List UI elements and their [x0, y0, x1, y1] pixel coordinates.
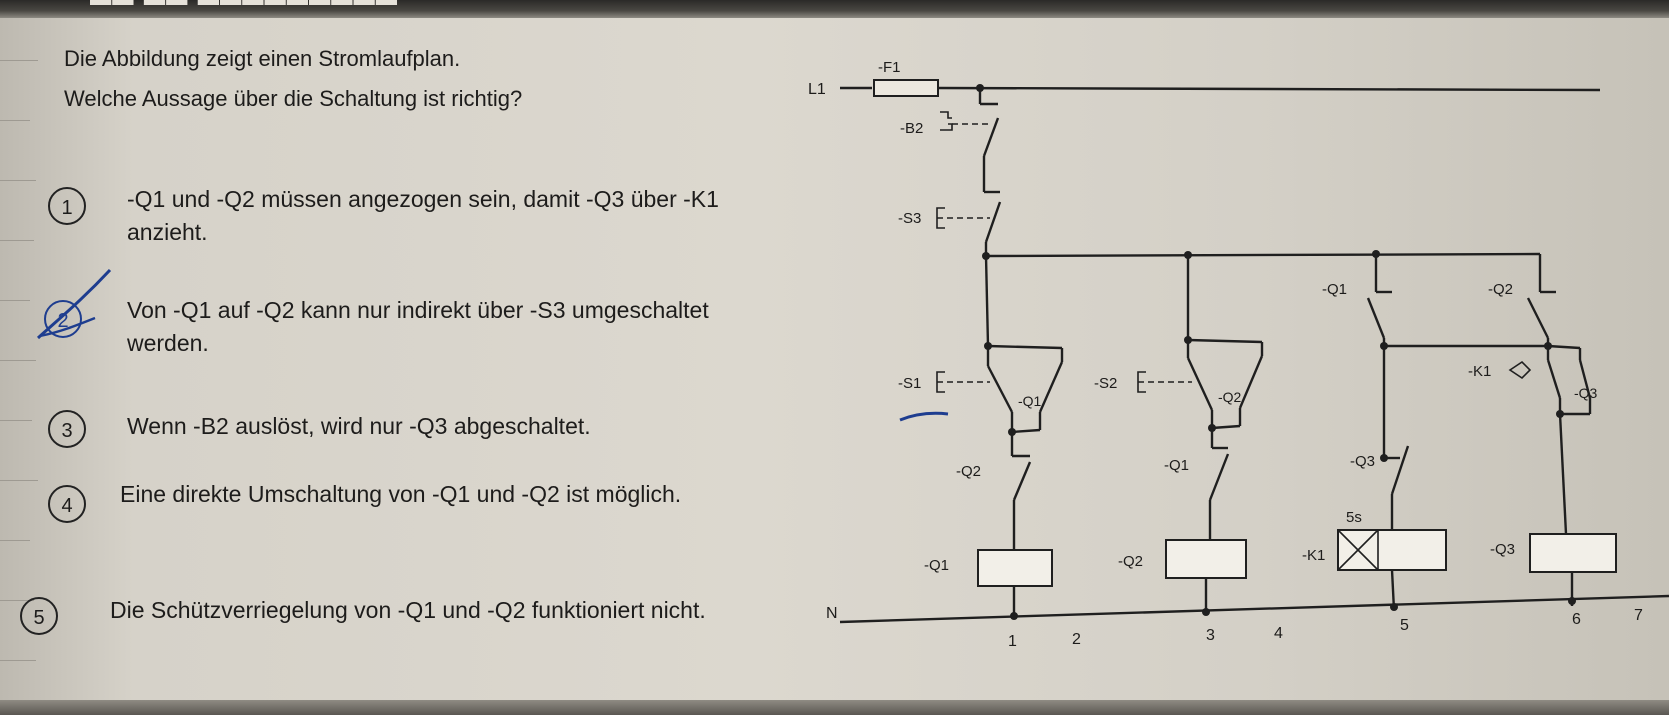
- p2-join: [1211, 424, 1241, 430]
- coil-q1: [977, 549, 1053, 587]
- p1-wire: [984, 255, 990, 347]
- p2-branch-top: [1187, 338, 1263, 344]
- label-q1-no: -Q1: [1322, 281, 1347, 298]
- q2-interlock-blade: [1012, 461, 1032, 501]
- n-node-2: [1202, 608, 1210, 616]
- path-number-3: 3: [1206, 627, 1215, 644]
- path-number-1: 1: [1008, 633, 1017, 650]
- b2-blade: [982, 117, 1000, 157]
- option-3-text[interactable]: Wenn -B2 auslöst, wird nur -Q3 abgeschal…: [127, 413, 591, 439]
- p6-branch-top: [1547, 344, 1581, 350]
- s2-blade: [1186, 357, 1214, 411]
- q3-nc-blade: [1390, 445, 1410, 495]
- fuse-f1: [873, 79, 939, 97]
- timer-k1-cross-2: [1337, 529, 1379, 571]
- label-coil-k1: -K1: [1302, 547, 1325, 564]
- option-3-number[interactable]: 3: [48, 410, 86, 448]
- label-q2-hold: -Q2: [1218, 389, 1242, 405]
- bus-node-1: [982, 252, 990, 260]
- intro-line-2: Welche Aussage über die Schaltung ist ri…: [64, 86, 523, 111]
- label-f1: -F1: [878, 59, 901, 76]
- l1-rail: [937, 86, 1601, 92]
- n-rail: [839, 594, 1669, 624]
- page-top-edge: ▀▀ ▀▀ ▀▀▀▀▀▀▀▀▀: [0, 0, 1669, 21]
- label-coil-q3: -Q3: [1490, 541, 1515, 558]
- n-node-1: [1010, 612, 1018, 620]
- label-l1: L1: [808, 81, 826, 98]
- s1-blade: [986, 365, 1014, 413]
- q1-hold-blade: [1038, 361, 1064, 413]
- p1-branch-top: [987, 344, 1063, 350]
- option-5-number[interactable]: 5: [20, 597, 58, 635]
- label-coil-q1: -Q1: [924, 557, 949, 574]
- label-q1-interlock: -Q1: [1164, 457, 1189, 474]
- label-q2-interlock: -Q2: [956, 463, 981, 480]
- bottom-shadow: [0, 700, 1669, 715]
- path-number-4: 4: [1274, 625, 1283, 642]
- p5-to-coil: [1558, 413, 1568, 535]
- option-4-text[interactable]: Eine direkte Umschaltung von -Q1 und -Q2…: [120, 481, 682, 507]
- intro-line-1: Die Abbildung zeigt einen Stromlaufplan.: [64, 46, 461, 71]
- option-1-number[interactable]: 1: [48, 187, 86, 225]
- page-top-edge-marking: ▀▀ ▀▀ ▀▀▀▀▀▀▀▀▀: [90, 0, 398, 21]
- n-node-4: [1568, 597, 1576, 605]
- label-q3-hold: -Q3: [1574, 385, 1598, 401]
- label-q2-no: -Q2: [1488, 281, 1513, 298]
- option-4-number[interactable]: 4: [48, 485, 86, 523]
- n-node-3: [1390, 603, 1398, 611]
- label-coil-q2: -Q2: [1118, 553, 1143, 570]
- option-2-number[interactable]: 2: [44, 300, 82, 338]
- coil-q2: [1165, 539, 1247, 579]
- option-2-text[interactable]: Von -Q1 auf -Q2 kann nur indirekt über -…: [127, 297, 709, 356]
- k1-delay-symbol: [1508, 360, 1532, 380]
- label-q1-hold: -Q1: [1018, 393, 1042, 409]
- path-number-2: 2: [1072, 631, 1081, 648]
- q1-no-blade: [1366, 297, 1386, 339]
- label-k1-contact: -K1: [1468, 363, 1491, 380]
- coil-q3: [1529, 533, 1617, 573]
- s3-blade: [984, 201, 1002, 243]
- path-number-7: 7: [1634, 607, 1643, 624]
- label-timer: 5s: [1346, 509, 1362, 526]
- label-s3: -S3: [898, 210, 921, 227]
- label-s2: -S2: [1094, 375, 1117, 392]
- label-n: N: [826, 605, 838, 622]
- pen-underline-mark: [899, 411, 949, 422]
- option-5-text[interactable]: Die Schützverriegelung von -Q1 und -Q2 f…: [110, 597, 706, 623]
- label-q3-nc: -Q3: [1350, 453, 1375, 470]
- path-number-6: 6: [1572, 611, 1581, 628]
- q3-hold-blade: [1578, 359, 1592, 399]
- p1-join: [1011, 428, 1041, 434]
- q1-interlock-blade: [1208, 453, 1230, 501]
- q2-no-blade: [1526, 297, 1550, 339]
- tick-mark-stroke: [39, 316, 96, 338]
- q2-hold-blade: [1238, 355, 1264, 409]
- timer-k1: [1337, 529, 1447, 571]
- label-s1: -S1: [898, 375, 921, 392]
- path-number-5: 5: [1400, 617, 1409, 634]
- label-b2: -B2: [900, 120, 923, 137]
- control-bus: [985, 252, 1541, 258]
- option-1-text[interactable]: -Q1 und -Q2 müssen angezogen sein, damit…: [127, 186, 719, 245]
- b2-thermal-symbol: [940, 111, 953, 131]
- tick-mark: [36, 268, 112, 340]
- k1-blade: [1546, 359, 1562, 399]
